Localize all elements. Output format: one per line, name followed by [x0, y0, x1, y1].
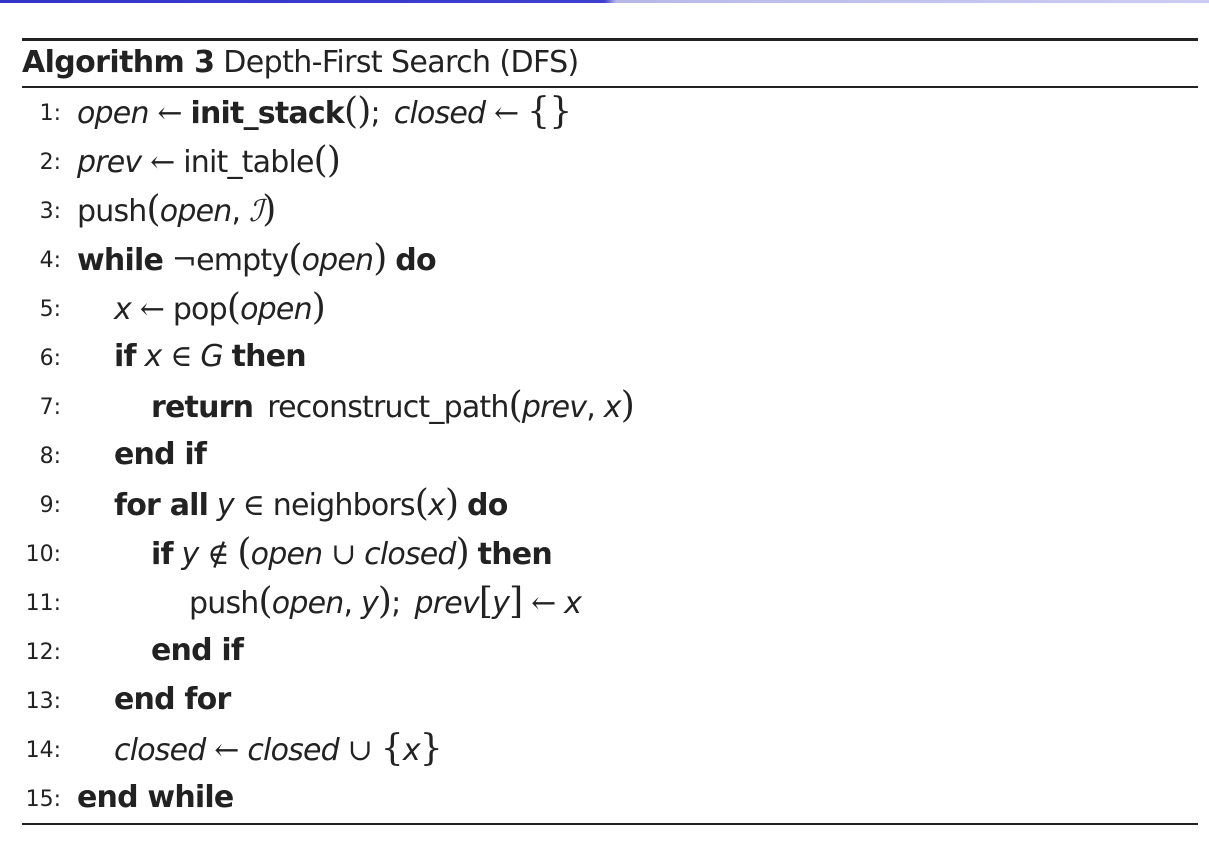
- line-number: 14:: [25, 738, 61, 763]
- top-rule: [22, 38, 1198, 41]
- line-code: prev ← init_table(): [77, 140, 341, 181]
- line-6: 6: if x ∈ G then: [0, 335, 1209, 384]
- algorithm-label: Algorithm 3: [22, 45, 215, 80]
- line-number: 10:: [25, 542, 61, 567]
- line-12: 12: end if: [0, 629, 1209, 678]
- line-number: 12:: [25, 640, 61, 665]
- line-code: push(open, ℐ): [77, 189, 276, 230]
- line-10: 10: if y ∉ (open ∪ closed) then: [0, 531, 1209, 580]
- line-number: 15:: [25, 787, 61, 812]
- algorithm-title: Depth-First Search (DFS): [223, 45, 579, 80]
- line-code: if y ∉ (open ∪ closed) then: [151, 532, 553, 573]
- line-number: 8:: [39, 444, 61, 469]
- line-9: 9: for all y ∈ neighbors(x) do: [0, 482, 1209, 531]
- line-number: 11:: [25, 591, 61, 616]
- line-code: x ← pop(open): [114, 287, 326, 328]
- line-13: 13: end for: [0, 678, 1209, 727]
- line-8: 8: end if: [0, 433, 1209, 482]
- line-code: end if: [114, 437, 207, 472]
- line-code: while ¬empty(open) do: [77, 238, 437, 279]
- line-11: 11: push(open, y);prev[y] ← x: [0, 580, 1209, 629]
- bottom-rule: [22, 823, 1198, 825]
- line-number: 2:: [39, 150, 61, 175]
- line-number: 6:: [39, 346, 61, 371]
- line-code: for all y ∈ neighbors(x) do: [114, 483, 508, 524]
- line-14: 14: closed ← closed ∪ {x}: [0, 727, 1209, 776]
- algorithm-body: 1: open ← init_stack();closed ← {} 2: pr…: [0, 90, 1209, 825]
- line-5: 5: x ← pop(open): [0, 286, 1209, 335]
- line-number: 3:: [39, 199, 61, 224]
- line-number: 7:: [39, 395, 61, 420]
- line-code: end while: [77, 780, 234, 815]
- line-number: 9:: [39, 493, 61, 518]
- line-number: 1:: [39, 101, 61, 126]
- line-code: closed ← closed ∪ {x}: [114, 728, 443, 769]
- line-code: end if: [151, 633, 244, 668]
- line-number: 5:: [39, 297, 61, 322]
- line-code: if x ∈ G then: [114, 339, 307, 374]
- algorithm-caption: Algorithm 3 Depth-First Search (DFS): [22, 44, 579, 82]
- line-3: 3: push(open, ℐ): [0, 188, 1209, 237]
- line-15: 15: end while: [0, 776, 1209, 825]
- line-number: 13:: [25, 689, 61, 714]
- caption-rule: [22, 86, 1198, 88]
- line-code: open ← init_stack();closed ← {}: [77, 91, 572, 132]
- line-2: 2: prev ← init_table(): [0, 139, 1209, 188]
- top-accent-bar: [0, 0, 1209, 3]
- line-1: 1: open ← init_stack();closed ← {}: [0, 90, 1209, 139]
- line-code: end for: [114, 682, 231, 717]
- line-code: push(open, y);prev[y] ← x: [189, 581, 582, 622]
- line-number: 4:: [39, 248, 61, 273]
- line-4: 4: while ¬empty(open) do: [0, 237, 1209, 286]
